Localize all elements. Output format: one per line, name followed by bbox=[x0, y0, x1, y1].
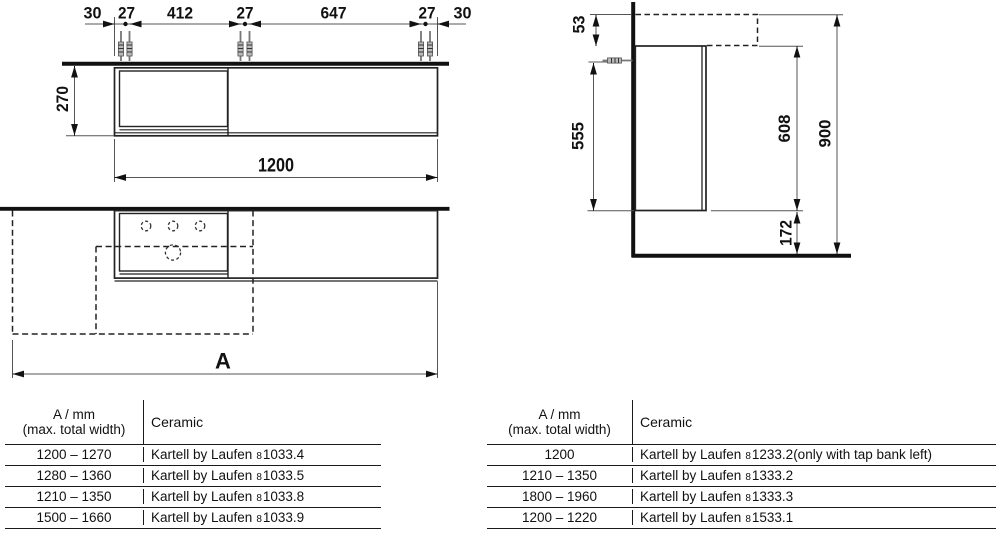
brand-text: Kartell by Laufen bbox=[151, 447, 253, 463]
article-code: 1333.2 bbox=[751, 468, 794, 484]
series-digit: 8 bbox=[256, 451, 262, 463]
series-digit: 8 bbox=[745, 451, 751, 463]
technical-drawing: 30 27 412 27 647 27 30 270 1200 bbox=[0, 2, 851, 378]
dim-label-647: 647 bbox=[321, 4, 347, 23]
brand-text: Kartell by Laufen bbox=[640, 447, 742, 463]
brand-text: Kartell by Laufen bbox=[640, 510, 742, 526]
range-cell: 1800 – 1960 bbox=[521, 489, 598, 505]
dimension-172: 172 bbox=[777, 212, 801, 254]
dimension-270: 270 bbox=[53, 66, 114, 137]
dim-label-555: 555 bbox=[569, 122, 588, 150]
tap-holes bbox=[140, 220, 206, 261]
series-digit: 8 bbox=[745, 472, 751, 484]
article-code: 1233.2 bbox=[751, 447, 794, 463]
article-code: 1033.4 bbox=[262, 447, 305, 463]
header-a-mm-line1: A / mm bbox=[52, 406, 95, 422]
series-digit: 8 bbox=[745, 514, 751, 526]
dimension-555: 555 bbox=[569, 61, 634, 212]
header-a-mm: A / mm (max. total width) bbox=[487, 400, 632, 444]
header-ceramic: Ceramic bbox=[632, 400, 996, 444]
dimension-608: 608 bbox=[711, 45, 803, 212]
dim-label-27-mid: 27 bbox=[237, 4, 254, 23]
brand-text: Kartell by Laufen bbox=[640, 468, 742, 484]
range-cell: 1200 – 1270 bbox=[36, 447, 112, 463]
dim-label-27-right: 27 bbox=[419, 4, 436, 23]
dim-label-608: 608 bbox=[775, 115, 794, 143]
dim-label-53: 53 bbox=[570, 16, 589, 34]
side-section-view: 53 555 608 900 bbox=[569, 2, 851, 258]
dim-label-A: A bbox=[215, 349, 231, 374]
cabinet-side-outline bbox=[634, 45, 707, 212]
article-code: 1033.9 bbox=[262, 510, 305, 526]
dim-label-412: 412 bbox=[167, 4, 193, 23]
cabinet-outline bbox=[113, 66, 439, 137]
dim-label-270: 270 bbox=[53, 86, 72, 112]
table-header: A / mm (max. total width) Ceramic bbox=[5, 400, 381, 445]
article-code: 1333.3 bbox=[751, 489, 794, 505]
header-a-mm-line2: (max. total width) bbox=[508, 421, 611, 437]
plan-view: A bbox=[0, 206, 450, 378]
header-a-mm: A / mm (max. total width) bbox=[5, 400, 143, 444]
header-a-mm-line2: (max. total width) bbox=[22, 421, 126, 437]
dim-label-172: 172 bbox=[777, 220, 796, 246]
series-digit: 8 bbox=[745, 493, 751, 505]
drawer-box-plan bbox=[118, 212, 229, 272]
ceramic-dashed-outline bbox=[635, 13, 759, 47]
header-ceramic: Ceramic bbox=[143, 400, 381, 444]
range-cell: 1200 bbox=[544, 447, 575, 463]
range-cell: 1210 – 1350 bbox=[521, 468, 598, 484]
dimension-A: A bbox=[12, 281, 438, 378]
range-cell: 1200 – 1220 bbox=[521, 510, 598, 526]
range-cell: 1210 – 1350 bbox=[36, 489, 112, 505]
brand-text: Kartell by Laufen bbox=[151, 510, 253, 526]
note-text: (only with tap bank left) bbox=[793, 447, 933, 463]
header-a-mm-line1: A / mm bbox=[538, 406, 581, 422]
dim-label-27-left: 27 bbox=[118, 4, 135, 23]
drawer-box bbox=[118, 70, 229, 128]
series-digit: 8 bbox=[256, 472, 262, 484]
brand-text: Kartell by Laufen bbox=[151, 489, 253, 505]
article-code: 1033.8 bbox=[262, 489, 305, 505]
range-cell: 1280 – 1360 bbox=[36, 468, 112, 484]
drain-hole bbox=[164, 244, 182, 261]
front-elevation-view: 30 27 412 27 647 27 30 270 1200 bbox=[53, 4, 472, 182]
ceramic-table-right: A / mm (max. total width) Ceramic 1200 K… bbox=[487, 400, 996, 529]
dim-label-30-left: 30 bbox=[84, 4, 102, 23]
article-code: 1533.1 bbox=[751, 510, 794, 526]
mounting-screws bbox=[117, 30, 434, 62]
dimension-chain-top: 30 27 412 27 647 27 30 bbox=[84, 4, 472, 56]
dim-label-900: 900 bbox=[816, 120, 835, 148]
table-header: A / mm (max. total width) Ceramic bbox=[487, 400, 996, 445]
dim-label-30-right: 30 bbox=[454, 4, 472, 23]
cabinet-plan-outline bbox=[113, 209, 439, 279]
article-code: 1033.5 bbox=[262, 468, 305, 484]
series-digit: 8 bbox=[256, 514, 262, 526]
ceramic-variant-outlines bbox=[11, 210, 254, 335]
dimension-900: 900 bbox=[759, 14, 843, 254]
series-digit: 8 bbox=[256, 493, 262, 505]
brand-text: Kartell by Laufen bbox=[151, 468, 253, 484]
ceramic-table-left: A / mm (max. total width) Ceramic 1200 –… bbox=[5, 400, 381, 529]
dimension-1200: 1200 bbox=[114, 139, 438, 182]
range-cell: 1500 – 1660 bbox=[36, 510, 112, 526]
brand-text: Kartell by Laufen bbox=[640, 489, 742, 505]
dim-label-1200: 1200 bbox=[258, 156, 294, 177]
dimension-53: 53 bbox=[570, 14, 631, 46]
